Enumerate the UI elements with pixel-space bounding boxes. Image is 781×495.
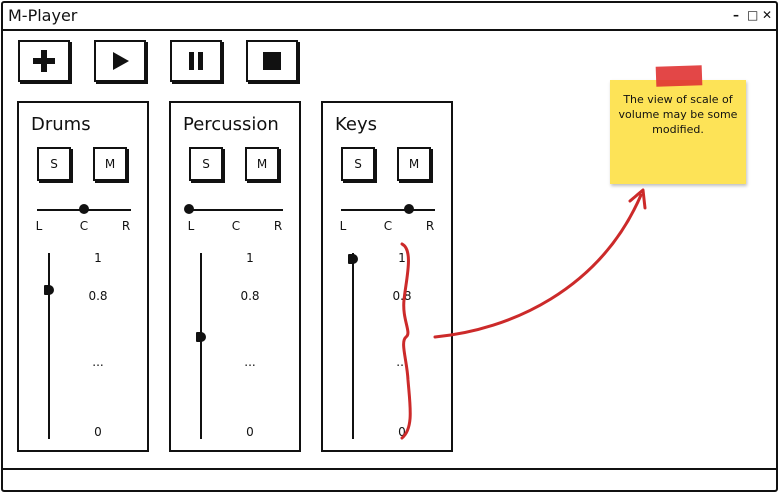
annotation-brace	[400, 242, 412, 440]
volume-slider-handle[interactable]	[348, 253, 358, 264]
annotation-arrow	[433, 193, 643, 339]
volume-scale-label: 1	[246, 251, 254, 265]
window-title: M-Player	[8, 6, 78, 25]
volume-scale-label: ...	[396, 355, 408, 369]
play-button[interactable]	[94, 40, 146, 82]
pan-label: L	[339, 219, 347, 233]
volume-scale-label: 0.8	[392, 289, 412, 303]
volume-scale-label: 1	[94, 251, 102, 265]
pause-button[interactable]	[170, 40, 222, 82]
annotation-arrowhead	[628, 188, 647, 210]
pan-label: C	[79, 219, 89, 233]
mute-button[interactable]: M	[397, 147, 431, 181]
pan-slider-handle[interactable]	[79, 204, 89, 214]
stop-button[interactable]	[246, 40, 298, 82]
channel-name: Drums	[31, 114, 91, 135]
volume-scale-label: 0	[246, 425, 254, 439]
channel-name: Percussion	[183, 114, 279, 135]
add-button[interactable]	[18, 40, 70, 82]
close-button[interactable]: ✕	[762, 8, 773, 22]
volume-scale-label: ...	[244, 355, 256, 369]
pan-slider-handle[interactable]	[184, 204, 194, 214]
volume-scale-label: 0	[94, 425, 102, 439]
mute-button[interactable]: M	[245, 147, 279, 181]
pan-label: L	[187, 219, 195, 233]
stop-icon	[263, 52, 281, 70]
maximize-button[interactable]: □	[747, 8, 759, 22]
status-bar	[3, 468, 776, 490]
pause-icon	[189, 52, 203, 70]
minimize-button[interactable]: –	[733, 8, 739, 22]
note-text: The view of scale of volume may be some …	[618, 93, 738, 136]
volume-scale-label: ...	[92, 355, 104, 369]
channel-name: Keys	[335, 114, 378, 135]
sticky-note: The view of scale of volume may be some …	[610, 65, 746, 184]
solo-button[interactable]: S	[341, 147, 375, 181]
volume-slider-track[interactable]	[48, 253, 50, 439]
pan-label: C	[231, 219, 241, 233]
mute-button[interactable]: M	[93, 147, 127, 181]
volume-slider-track[interactable]	[200, 253, 202, 439]
volume-slider-handle[interactable]	[196, 331, 206, 342]
title-bar: M-Player – □ ✕	[3, 3, 776, 31]
plus-icon	[33, 50, 55, 72]
volume-slider-handle[interactable]	[44, 285, 54, 296]
solo-button[interactable]: S	[37, 147, 71, 181]
volume-scale-label: 0	[398, 425, 406, 439]
volume-scale-label: 0.8	[88, 289, 108, 303]
volume-slider-track[interactable]	[352, 253, 354, 439]
pan-label: C	[383, 219, 393, 233]
play-icon	[113, 52, 129, 70]
pan-slider-track[interactable]	[341, 209, 435, 211]
solo-button[interactable]: S	[189, 147, 223, 181]
pan-slider-handle[interactable]	[404, 204, 415, 214]
volume-scale-label: 1	[398, 251, 406, 265]
pan-label: R	[121, 219, 131, 233]
pan-label: R	[273, 219, 283, 233]
volume-scale-label: 0.8	[240, 289, 260, 303]
pan-label: L	[35, 219, 43, 233]
pan-slider-track[interactable]	[189, 209, 283, 211]
pan-label: R	[425, 219, 435, 233]
